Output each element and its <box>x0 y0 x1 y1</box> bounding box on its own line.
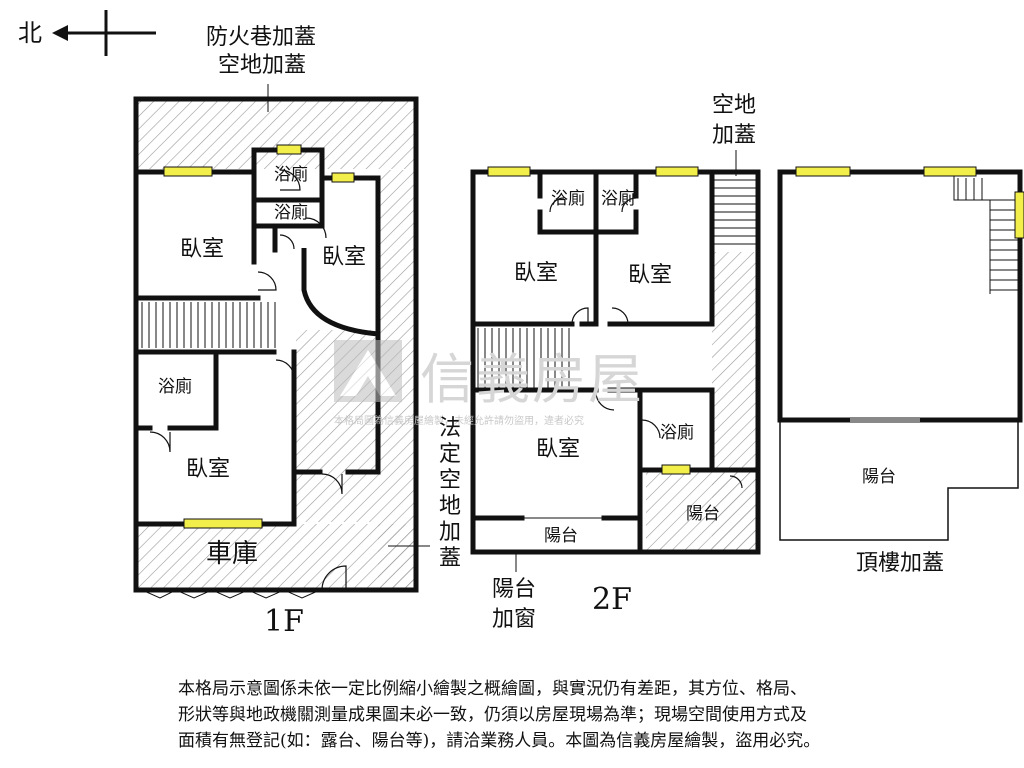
disclaimer-line: 本格局示意圖係未依一定比例縮小繪製之概繪圖，與實況仍有差距，其方位、格局、 <box>178 679 807 699</box>
room-garage: 車庫 <box>206 539 259 569</box>
room-bath-2f-3: 浴廁 <box>660 423 694 443</box>
room-bedroom-1f-ne: 臥室 <box>322 245 367 270</box>
disclaimer-line: 形狀等與地政機關測量成果圖未必一致，仍須以房屋現場為準；現場空間使用方式及 <box>178 705 807 725</box>
disclaimer-text: 本格局示意圖係未依一定比例縮小繪製之概繪圖，與實況仍有差距，其方位、格局、 形狀… <box>178 676 968 754</box>
floor-label-2f: 2F <box>592 582 632 617</box>
watermark-notice: 本格局圖為信義房屋繪製，未經允許請勿盜用，違者必究 <box>334 416 584 427</box>
room-bedroom-2f-2: 臥室 <box>628 263 673 288</box>
open-space-addition-label-line1: 空地 <box>712 93 757 118</box>
room-balcony-2f-east: 陽台 <box>686 504 720 524</box>
watermark-brand: 信義房屋 <box>420 348 644 411</box>
fire-lane-addition-label-line1: 防火巷加蓋 <box>206 25 317 50</box>
room-bath-1f-top-2: 浴廁 <box>274 203 308 223</box>
room-bedroom-1f-nw: 臥室 <box>180 237 225 262</box>
legal-open-space-addition-label: 法 定 空 地 加 蓋 <box>438 416 461 571</box>
room-balcony-roof: 陽台 <box>862 467 896 487</box>
north-label: 北 <box>18 19 42 47</box>
balcony-window-addition-line2: 加窗 <box>492 607 537 632</box>
room-bedroom-2f-1: 臥室 <box>514 261 559 286</box>
balcony-window-addition-line1: 陽台 <box>492 577 537 602</box>
compass-arrow-icon <box>52 10 156 56</box>
fire-lane-addition-label-line2: 空地加蓋 <box>218 53 307 78</box>
room-balcony-2f-south: 陽台 <box>544 526 578 546</box>
brand-logo-icon <box>334 340 402 402</box>
room-bath-2f-2: 浴廁 <box>601 189 635 209</box>
rooftop-addition-label: 頂樓加蓋 <box>856 551 945 576</box>
roof-plan <box>777 166 1024 541</box>
room-bath-1f-west: 浴廁 <box>158 377 192 397</box>
room-bath-1f-top-1: 浴廁 <box>274 165 308 185</box>
floor-label-1f: 1F <box>264 604 304 639</box>
floor2-plan <box>470 150 761 572</box>
disclaimer-line: 面積有無登記(如：露台、陽台等)，請洽業務人員。本圖為信義房屋繪製，盜用必究。 <box>178 731 821 751</box>
room-bath-2f-1: 浴廁 <box>551 189 585 209</box>
open-space-addition-label-line2: 加蓋 <box>712 123 757 148</box>
room-bedroom-1f-sw: 臥室 <box>186 457 231 482</box>
room-bedroom-2f-3: 臥室 <box>536 437 581 462</box>
